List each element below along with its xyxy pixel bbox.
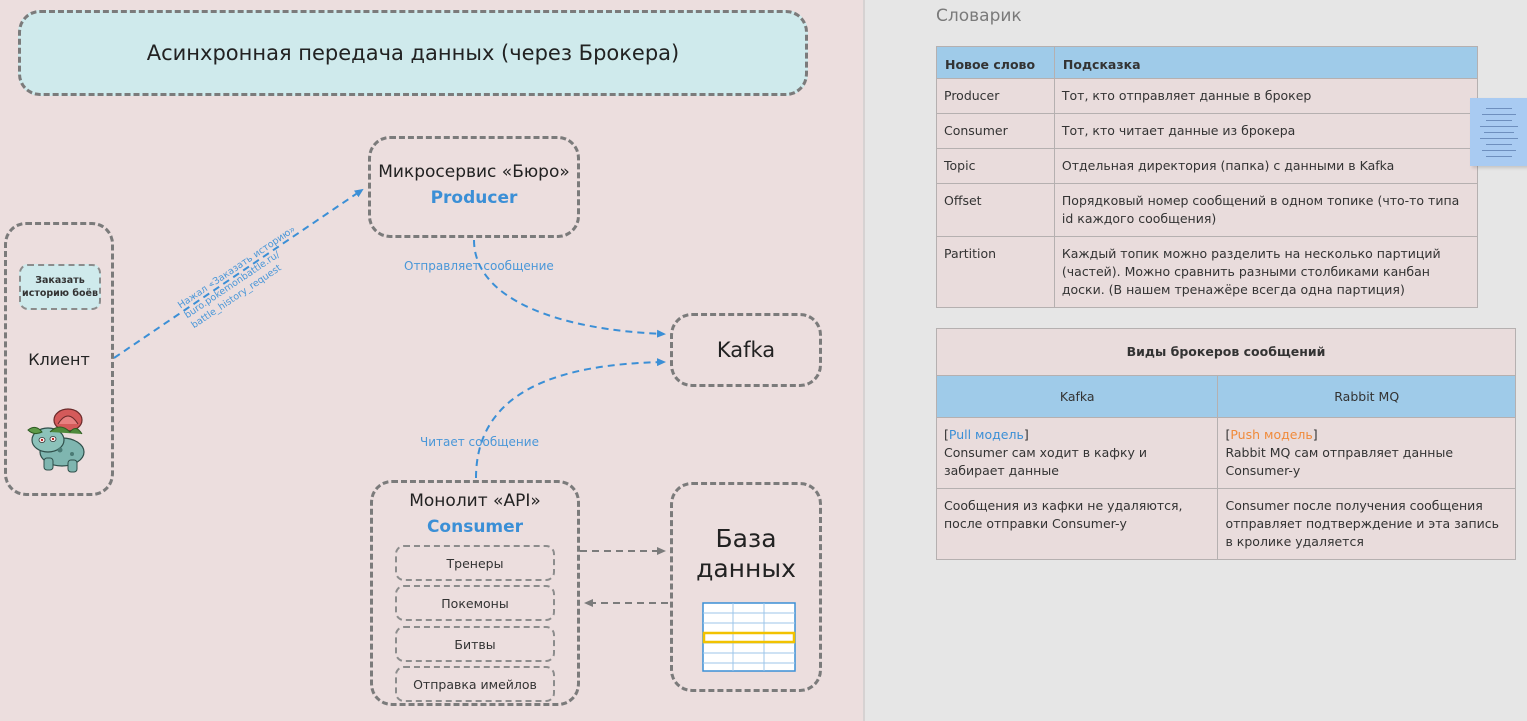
table-row: Topic Отдельная директория (папка) с дан… — [936, 148, 1479, 184]
table-row: Offset Порядковый номер сообщений в одно… — [936, 183, 1479, 237]
table-row: Producer Тот, кто отправляет данные в бр… — [936, 78, 1479, 114]
table-row: Partition Каждый топик можно разделить н… — [936, 236, 1479, 308]
brokers-col-rabbit: Rabbit MQ — [1217, 375, 1516, 418]
database-label: База данных — [696, 524, 796, 583]
producer-role: Producer — [430, 188, 518, 208]
order-history-button[interactable]: Заказать историю боёв — [19, 264, 101, 310]
bulbasaur-icon — [27, 408, 85, 473]
client-box — [4, 222, 114, 496]
module-battles: Битвы — [395, 626, 555, 662]
diagram-canvas — [0, 0, 864, 721]
consumer-role: Consumer — [426, 517, 524, 537]
glossary-table: Новое слово Подсказка Producer Тот, кто … — [936, 46, 1479, 308]
glossary-title: Словарик — [936, 6, 1022, 26]
table-row: Consumer Тот, кто читает данные из броке… — [936, 113, 1479, 149]
consumer-box — [370, 480, 580, 706]
consumer-name: Монолит «API» — [409, 491, 541, 511]
brokers-table: Виды брокеров сообщений Kafka Rabbit MQ … — [935, 328, 1516, 560]
push-model-label: Push модель — [1230, 427, 1313, 442]
table-icon — [702, 602, 796, 672]
reads-message-label: Читает сообщение — [420, 435, 539, 449]
client-label: Клиент — [28, 350, 90, 369]
diagram-title-text: Асинхронная передача данных (через Броке… — [146, 41, 680, 65]
kafka-label: Kafka — [716, 338, 776, 362]
glossary-header-hint: Подсказка — [1053, 46, 1479, 79]
module-pokemons: Покемоны — [395, 585, 555, 621]
brokers-title: Виды брокеров сообщений — [936, 328, 1516, 376]
glossary-header-row: Новое слово Подсказка — [936, 46, 1479, 79]
pull-model-label: Pull модель — [948, 427, 1024, 442]
brokers-title-row: Виды брокеров сообщений — [936, 328, 1516, 376]
table-row: Сообщения из кафки не удаляются, после о… — [935, 488, 1516, 560]
brokers-col-kafka: Kafka — [935, 375, 1219, 418]
client-to-producer-arrow — [113, 188, 364, 359]
module-trainers: Тренеры — [395, 545, 555, 581]
panel-divider — [863, 0, 865, 721]
sends-message-label: Отправляет сообщение — [404, 259, 554, 273]
database-box — [670, 482, 822, 692]
table-row: [Pull модель]Consumer сам ходит в кафку … — [935, 417, 1516, 489]
consumer-to-kafka-arrow — [475, 358, 666, 479]
kafka-box — [670, 313, 822, 387]
arrows-layer — [113, 188, 668, 607]
glossary-header-word: Новое слово — [936, 46, 1055, 79]
sticky-note-icon[interactable] — [1470, 98, 1527, 166]
producer-box — [368, 136, 580, 238]
producer-name: Микросервис «Бюро» — [378, 162, 570, 182]
brokers-header-row: Kafka Rabbit MQ — [935, 375, 1516, 418]
diagram-title: Асинхронная передача данных (через Броке… — [18, 10, 808, 96]
producer-to-kafka-arrow — [473, 239, 666, 338]
module-emails: Отправка имейлов — [395, 666, 555, 702]
